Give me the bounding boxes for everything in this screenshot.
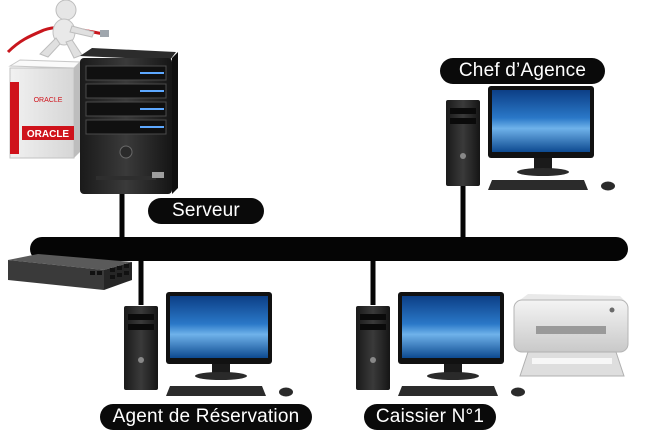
caissier-label: Caissier N°1 — [364, 404, 496, 430]
chef-agence-label: Chef d’Agence — [440, 58, 605, 84]
desktop-computer-icon — [356, 292, 525, 397]
oracle-box-icon: ORACLE ORACLE — [8, 59, 82, 159]
desktop-computer-icon — [446, 86, 615, 191]
person-figure-icon — [6, 0, 109, 59]
network-switch-icon — [8, 254, 132, 290]
oracle-logo-band: ORACLE — [27, 129, 70, 140]
network-bus — [30, 237, 628, 261]
agent-reservation-label: Agent de Réservation — [100, 404, 312, 430]
printer-icon — [513, 294, 629, 377]
desktop-computer-icon — [124, 292, 293, 397]
connection-lines — [119, 182, 466, 305]
oracle-logo-small: ORACLE — [34, 97, 63, 104]
server-tower-icon — [80, 48, 178, 194]
server-label: Serveur — [148, 198, 264, 224]
